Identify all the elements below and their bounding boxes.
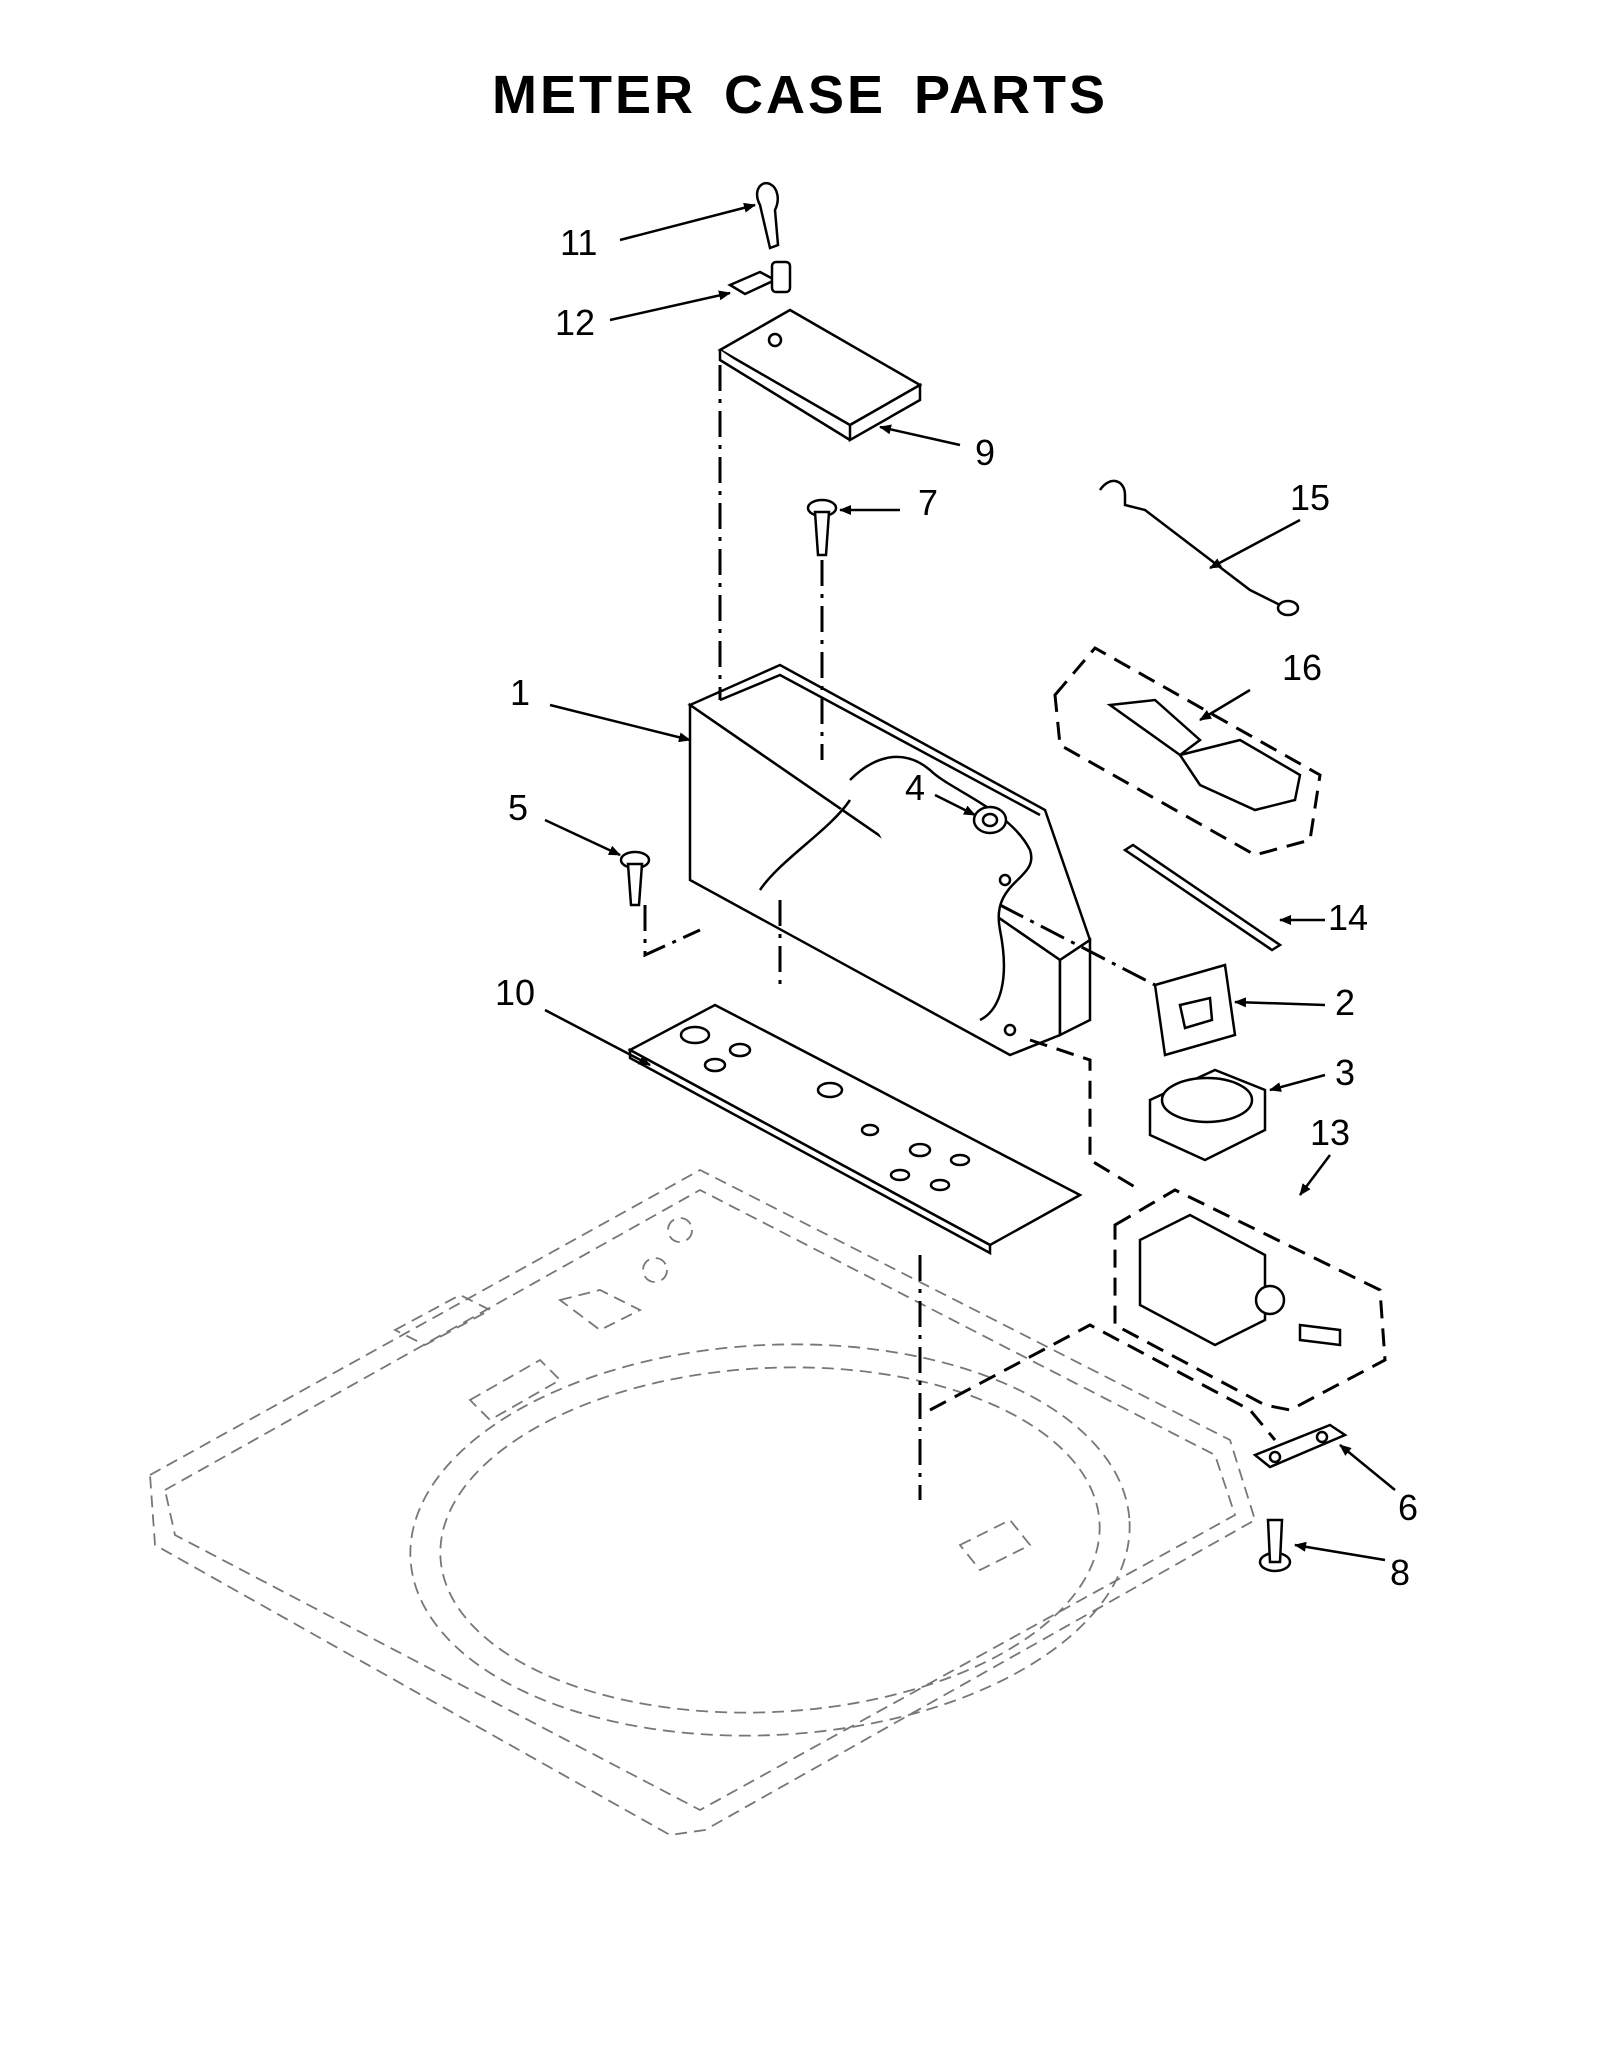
callout-9: 9 xyxy=(975,432,995,473)
callout-16: 16 xyxy=(1282,647,1322,688)
part-10-gasket-plate xyxy=(627,1003,1083,1256)
callout-15: 15 xyxy=(1290,477,1330,518)
base-panel-phantom xyxy=(149,1168,1257,1836)
part-3-cup xyxy=(1148,1068,1267,1162)
callout-2: 2 xyxy=(1335,982,1355,1023)
part-12-lock xyxy=(727,260,792,296)
callout-14: 14 xyxy=(1328,897,1368,938)
callout-10: 10 xyxy=(495,972,535,1013)
part-1-meter-case xyxy=(687,663,1092,1057)
part-11-key xyxy=(755,181,780,250)
callout-12: 12 xyxy=(555,302,595,343)
callout-11: 11 xyxy=(560,222,597,263)
part-4-grommet xyxy=(972,805,1008,835)
assembly-lines xyxy=(643,365,1277,1500)
part-13-coin-mechanism xyxy=(1113,1188,1387,1412)
part-14-strip xyxy=(1122,843,1283,952)
part-7-screw xyxy=(806,498,838,557)
callout-leaders xyxy=(544,202,1396,1562)
callout-4: 4 xyxy=(905,767,925,808)
part-8-screw xyxy=(1258,1518,1292,1573)
part-6-bracket xyxy=(1252,1423,1348,1469)
callout-7: 7 xyxy=(918,482,938,523)
callout-5: 5 xyxy=(508,787,528,828)
part-5-screw xyxy=(619,850,651,907)
part-2-plate xyxy=(1153,963,1237,1057)
callout-numbers: 11 12 9 7 15 1 16 4 5 14 10 2 3 13 6 8 xyxy=(495,222,1418,1593)
callout-8: 8 xyxy=(1390,1552,1410,1593)
page-title: METER CASE PARTS xyxy=(491,65,1109,125)
callout-6: 6 xyxy=(1398,1487,1418,1528)
callout-1: 1 xyxy=(510,672,530,713)
callout-3: 3 xyxy=(1335,1052,1355,1093)
part-16-harness-kit xyxy=(1053,646,1322,857)
part-9-lid xyxy=(717,308,923,443)
part-15-wire xyxy=(1098,479,1300,617)
callout-13: 13 xyxy=(1310,1112,1350,1153)
